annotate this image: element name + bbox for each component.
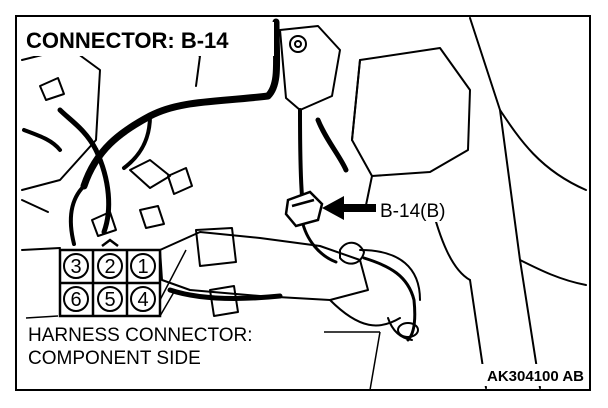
pin-3: 3	[70, 256, 81, 278]
title-backing	[22, 22, 274, 56]
pointer-arrow	[322, 196, 376, 220]
leader-lines	[25, 249, 381, 391]
pin-1: 1	[137, 256, 148, 278]
pin-2: 2	[104, 256, 115, 278]
pin-5: 5	[104, 289, 115, 311]
wire-harness-bundles	[22, 18, 417, 342]
pin-6: 6	[70, 289, 81, 311]
pin-labels: 3 2 1 6 5 4	[63, 253, 156, 312]
diagram-title: CONNECTOR: B-14	[26, 28, 229, 53]
figure-code: AK304100 AB	[487, 368, 584, 385]
harness-label-line1: HARNESS CONNECTOR:	[28, 325, 253, 346]
harness-label-line2: COMPONENT SIDE	[28, 348, 201, 369]
pointer-label-backing	[378, 196, 472, 222]
pin-4: 4	[137, 289, 148, 311]
harness-label-backing	[22, 320, 324, 372]
b14-connector-shape	[284, 190, 324, 228]
pointer-label: B-14(B)	[380, 201, 445, 222]
code-backing	[436, 364, 586, 386]
